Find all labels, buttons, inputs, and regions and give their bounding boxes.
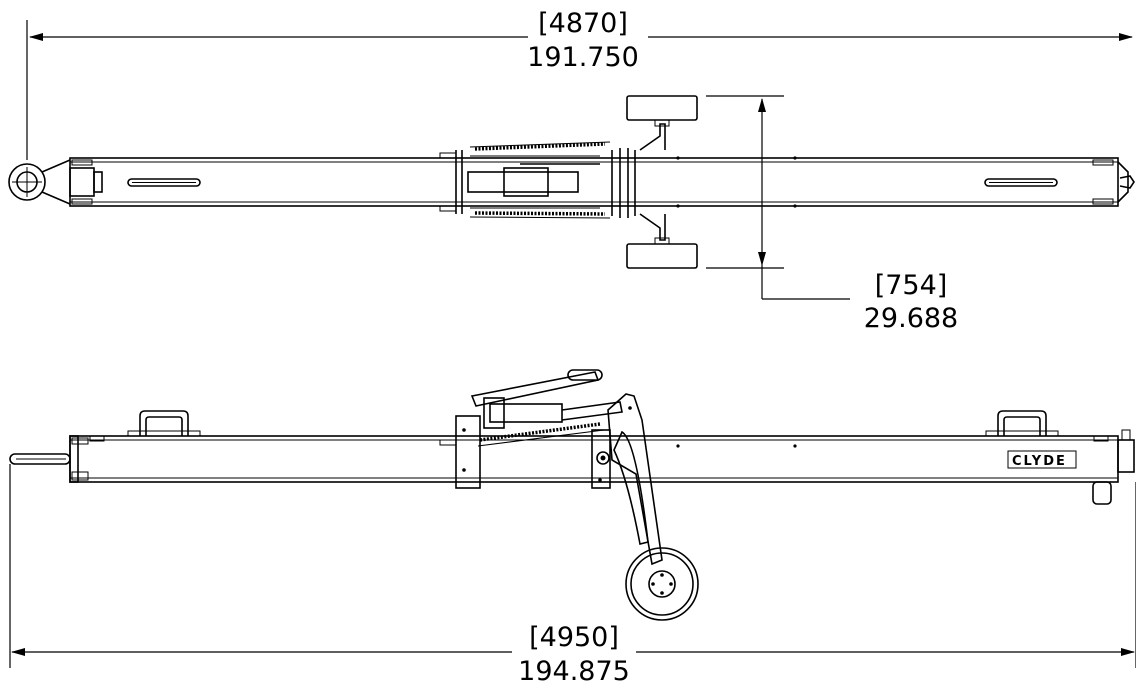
side-jack-assembly (439, 369, 623, 489)
side-handles (127, 410, 1059, 437)
top-beam (69, 157, 1119, 207)
top-view (8, 95, 1135, 269)
dimension-bottom-length: [4950] 194.875 (9, 464, 1136, 685)
lower-wheel (626, 243, 698, 269)
bottom-length-imperial: 194.875 (518, 656, 630, 685)
side-tow-pin (9, 435, 105, 483)
pump-handle (470, 371, 600, 407)
clyde-brand-label: CLYDE (1012, 454, 1067, 469)
side-beam (69, 435, 1119, 483)
dimension-top-length: [4870] 191.750 (26, 8, 1133, 160)
width-metric: [754] (875, 270, 948, 301)
upper-wheel (626, 95, 698, 121)
tow-eye (8, 159, 103, 205)
side-wheel-leg (596, 393, 699, 621)
top-wheels (626, 95, 698, 269)
right-slot (984, 178, 1058, 187)
side-wheel (625, 547, 699, 621)
dimension-width: [754] 29.688 (706, 95, 958, 334)
left-slot (127, 178, 201, 187)
top-jack-assembly (439, 141, 636, 219)
top-right-end (1092, 159, 1135, 205)
top-length-imperial: 191.750 (527, 42, 639, 73)
bottom-length-metric: [4950] (529, 622, 619, 653)
side-view: CLYDE (9, 369, 1135, 621)
top-length-metric: [4870] (538, 8, 628, 39)
width-imperial: 29.688 (864, 303, 958, 334)
side-right-end (1092, 429, 1135, 505)
